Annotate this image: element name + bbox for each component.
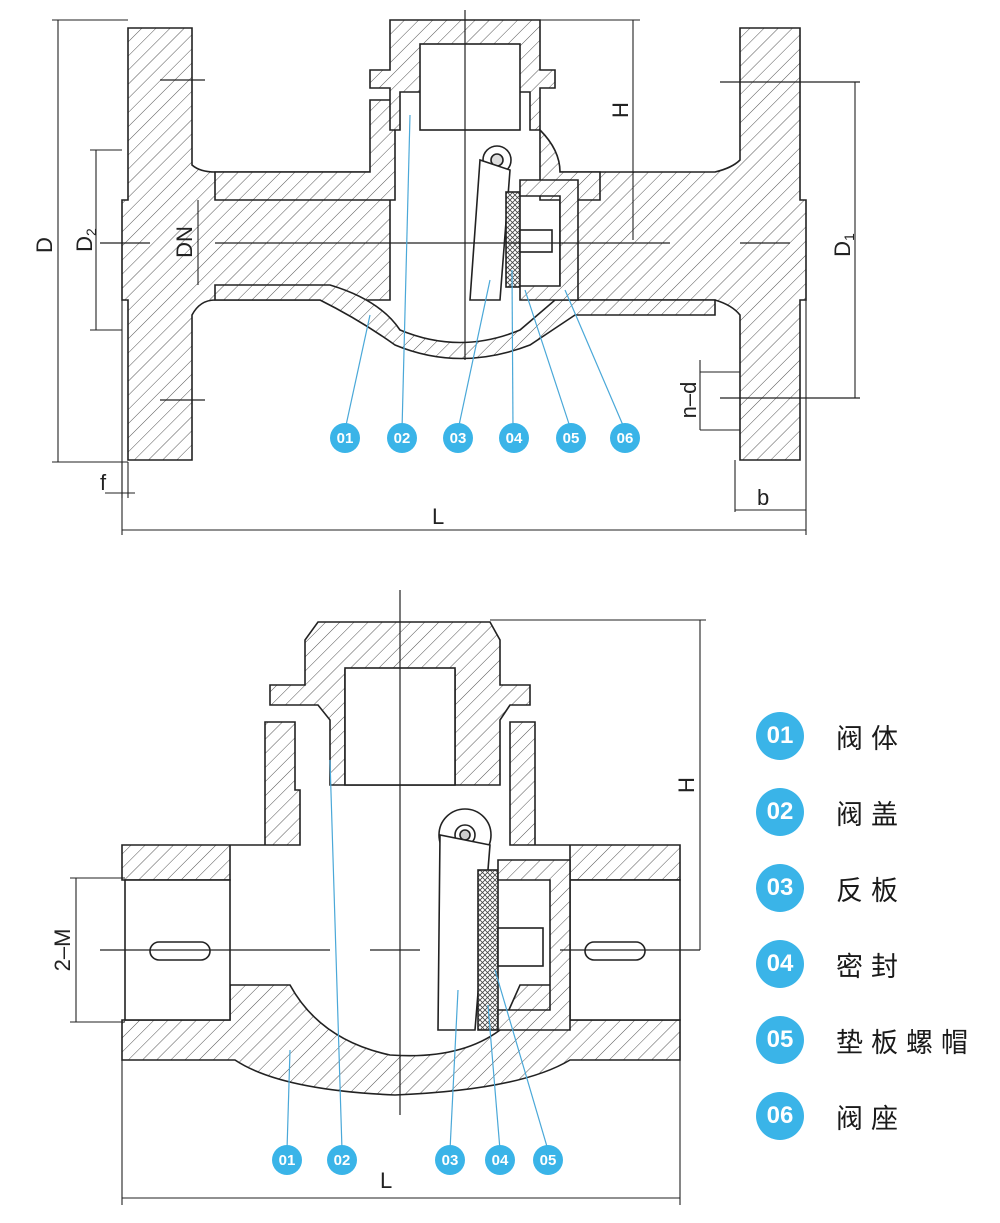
upper-callout-01: 01 — [337, 430, 354, 447]
parts-legend: 01 阀体 02 阀盖 03 反板 04 密封 05 垫板螺帽 06 阀座 — [756, 712, 996, 1168]
dim-DN: DN — [172, 226, 197, 258]
legend-item: 03 反板 — [756, 864, 996, 912]
dim-nd: n–d — [676, 382, 701, 419]
legend-label: 阀盖 — [836, 799, 906, 831]
legend-label: 密封 — [836, 951, 906, 983]
lower-leaders — [286, 759, 549, 1151]
lower-callout-04: 04 — [492, 1152, 509, 1169]
legend-item: 01 阀体 — [756, 712, 996, 760]
dim-f: f — [100, 470, 107, 495]
legend-item: 02 阀盖 — [756, 788, 996, 836]
right-flange — [559, 27, 807, 461]
dim-H-upper: H — [608, 102, 633, 118]
lower-callout-02: 02 — [334, 1152, 351, 1169]
legend-badge: 02 — [756, 788, 804, 836]
nut — [519, 229, 553, 253]
lower-body-right — [509, 721, 681, 881]
dim-H-lower: H — [674, 777, 699, 793]
dim-D2: D — [72, 236, 97, 252]
left-flange — [121, 27, 391, 461]
lower-callout-05: 05 — [540, 1152, 557, 1169]
legend-badge: 01 — [756, 712, 804, 760]
legend-badge: 05 — [756, 1016, 804, 1064]
upper-callout-02: 02 — [394, 430, 411, 447]
dim-b: b — [757, 485, 769, 510]
upper-leaders — [344, 114, 626, 431]
legend-badge: 06 — [756, 1092, 804, 1140]
upper-centerlines — [100, 10, 860, 401]
lower-dimension-lines — [70, 619, 706, 1205]
legend-item: 05 垫板螺帽 — [756, 1016, 996, 1064]
dim-D1-sub: 1 — [841, 233, 857, 241]
lower-callout-01: 01 — [279, 1152, 296, 1169]
seal — [505, 191, 521, 288]
disc-arm — [469, 158, 511, 301]
seat — [519, 179, 579, 301]
lower-dimension-labels: 2–M H L — [50, 777, 699, 1193]
legend-label: 阀座 — [836, 1103, 906, 1135]
lower-callout-03: 03 — [442, 1152, 459, 1169]
upper-callout-03: 03 — [450, 430, 467, 447]
right-slot — [584, 941, 646, 961]
legend-badge: 03 — [756, 864, 804, 912]
body-bowl — [214, 284, 716, 360]
dim-L-upper: L — [432, 504, 444, 529]
svg-text:D2: D2 — [72, 228, 99, 252]
lower-body — [121, 721, 301, 881]
left-slot — [149, 941, 211, 961]
lower-nut — [497, 927, 544, 967]
dim-2M: 2–M — [50, 929, 75, 972]
legend-item: 04 密封 — [756, 940, 996, 988]
svg-text:D1: D1 — [830, 233, 857, 257]
lower-centerlines — [100, 590, 700, 1115]
dim-D1: D — [830, 241, 855, 257]
dim-D: D — [32, 237, 57, 253]
dim-D2-sub: 2 — [83, 228, 99, 236]
upper-callout-06: 06 — [617, 430, 634, 447]
legend-label: 阀体 — [836, 723, 906, 755]
lower-callouts: 01 02 03 04 05 — [272, 1145, 563, 1175]
legend-label: 垫板螺帽 — [836, 1027, 976, 1059]
dim-L-lower: L — [380, 1168, 392, 1193]
lower-seat — [497, 859, 571, 1031]
legend-item: 06 阀座 — [756, 1092, 996, 1140]
upper-callout-04: 04 — [506, 430, 523, 447]
bonnet-cavity — [419, 43, 521, 131]
upper-dimension-labels: D D2 DN D1 H n–d f b L — [32, 102, 857, 529]
legend-label: 反板 — [836, 875, 906, 907]
legend-badge: 04 — [756, 940, 804, 988]
body-top — [214, 99, 396, 201]
upper-dimension-lines — [52, 19, 856, 535]
lower-disc-arm — [437, 834, 491, 1031]
upper-callouts: 01 02 03 04 05 06 — [330, 423, 640, 453]
upper-view — [121, 19, 807, 461]
upper-callout-05: 05 — [563, 430, 580, 447]
